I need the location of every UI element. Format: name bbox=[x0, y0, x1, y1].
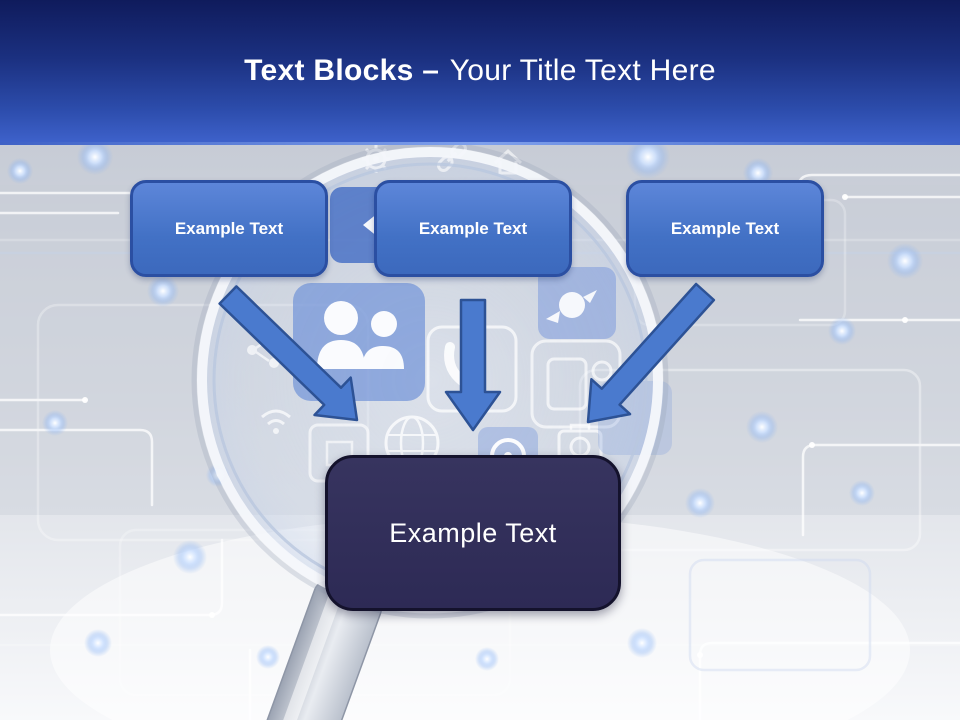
text-block-2: Example Text bbox=[374, 180, 572, 277]
bird-icon bbox=[538, 267, 616, 339]
text-block-1-label: Example Text bbox=[174, 218, 284, 238]
text-block-3: Example Text bbox=[626, 180, 824, 277]
center-block: Example Text bbox=[325, 455, 621, 611]
background-bottom-glow bbox=[50, 515, 910, 720]
title-regular: Your Title Text Here bbox=[449, 54, 716, 87]
people-icon bbox=[293, 283, 425, 401]
center-block-label: Example Text bbox=[389, 517, 557, 548]
text-block-3-label: Example Text bbox=[670, 218, 780, 238]
title-bold: Text Blocks – bbox=[244, 54, 440, 87]
slide-header: Text Blocks – Your Title Text Here bbox=[0, 0, 960, 145]
text-block-1: Example Text bbox=[130, 180, 328, 277]
text-block-2-label: Example Text bbox=[418, 218, 528, 238]
page-title: Text Blocks – Your Title Text Here bbox=[0, 54, 960, 88]
